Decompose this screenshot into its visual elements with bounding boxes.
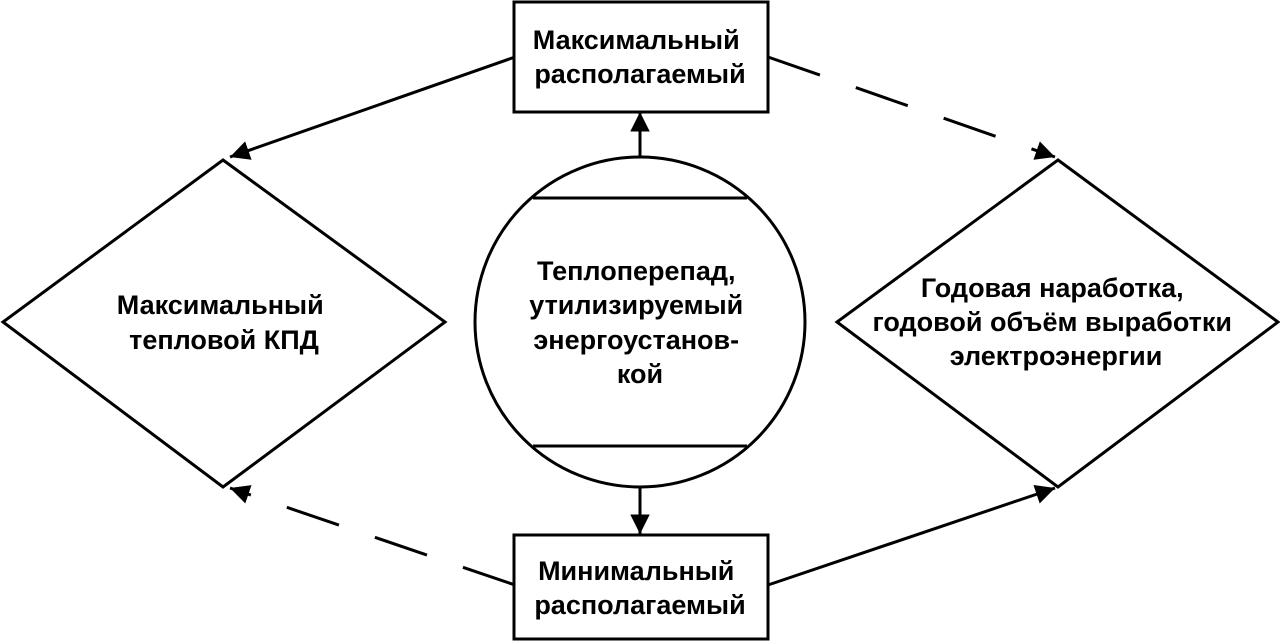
bottom-box — [512, 533, 770, 641]
top-box-line-2: располагаемый — [534, 59, 745, 89]
right-diamond — [834, 158, 1280, 489]
left-diamond-label: Максимальный тепловой КПД — [117, 290, 331, 355]
top-box — [512, 0, 770, 114]
bottom-box-line-1: Минимальный — [538, 556, 734, 586]
dashed-arrow-top-box-to-right-diamond — [767, 55, 1056, 160]
right-diamond-line-1: Годовая наработка, — [921, 273, 1184, 303]
top-box-label: Максимальный располагаемый — [533, 25, 747, 89]
top-box-line-1: Максимальный — [533, 25, 740, 55]
arrow-bottom-box-to-right-diamond — [767, 485, 1056, 587]
right-diamond-line-3: электроэнергии — [950, 341, 1163, 371]
arrow-top-box-to-left-diamond — [229, 55, 516, 160]
center-circle-line-4: кой — [617, 359, 663, 389]
right-diamond-line-2: годовой объём выработки — [873, 307, 1232, 337]
left-diamond — [0, 158, 448, 489]
left-diamond-line-2: тепловой КПД — [129, 325, 319, 355]
left-diamond-line-1: Максимальный — [117, 290, 324, 320]
bottom-box-line-2: располагаемый — [534, 590, 745, 620]
dashed-arrow-bottom-box-to-left-diamond — [229, 485, 516, 587]
center-circle-line-1: Теплоперепад, — [537, 256, 736, 286]
right-diamond-label: Годовая наработка, годовой объём выработ… — [873, 273, 1240, 371]
center-circle-line-3: энергоустанов- — [533, 325, 739, 355]
center-circle-line-2: утилизируемый — [529, 290, 743, 320]
center-circle-label: Теплоперепад, утилизируемый энергоустано… — [529, 256, 751, 389]
center-circle — [473, 155, 807, 489]
bottom-box-label: Минимальный располагаемый — [534, 556, 745, 620]
